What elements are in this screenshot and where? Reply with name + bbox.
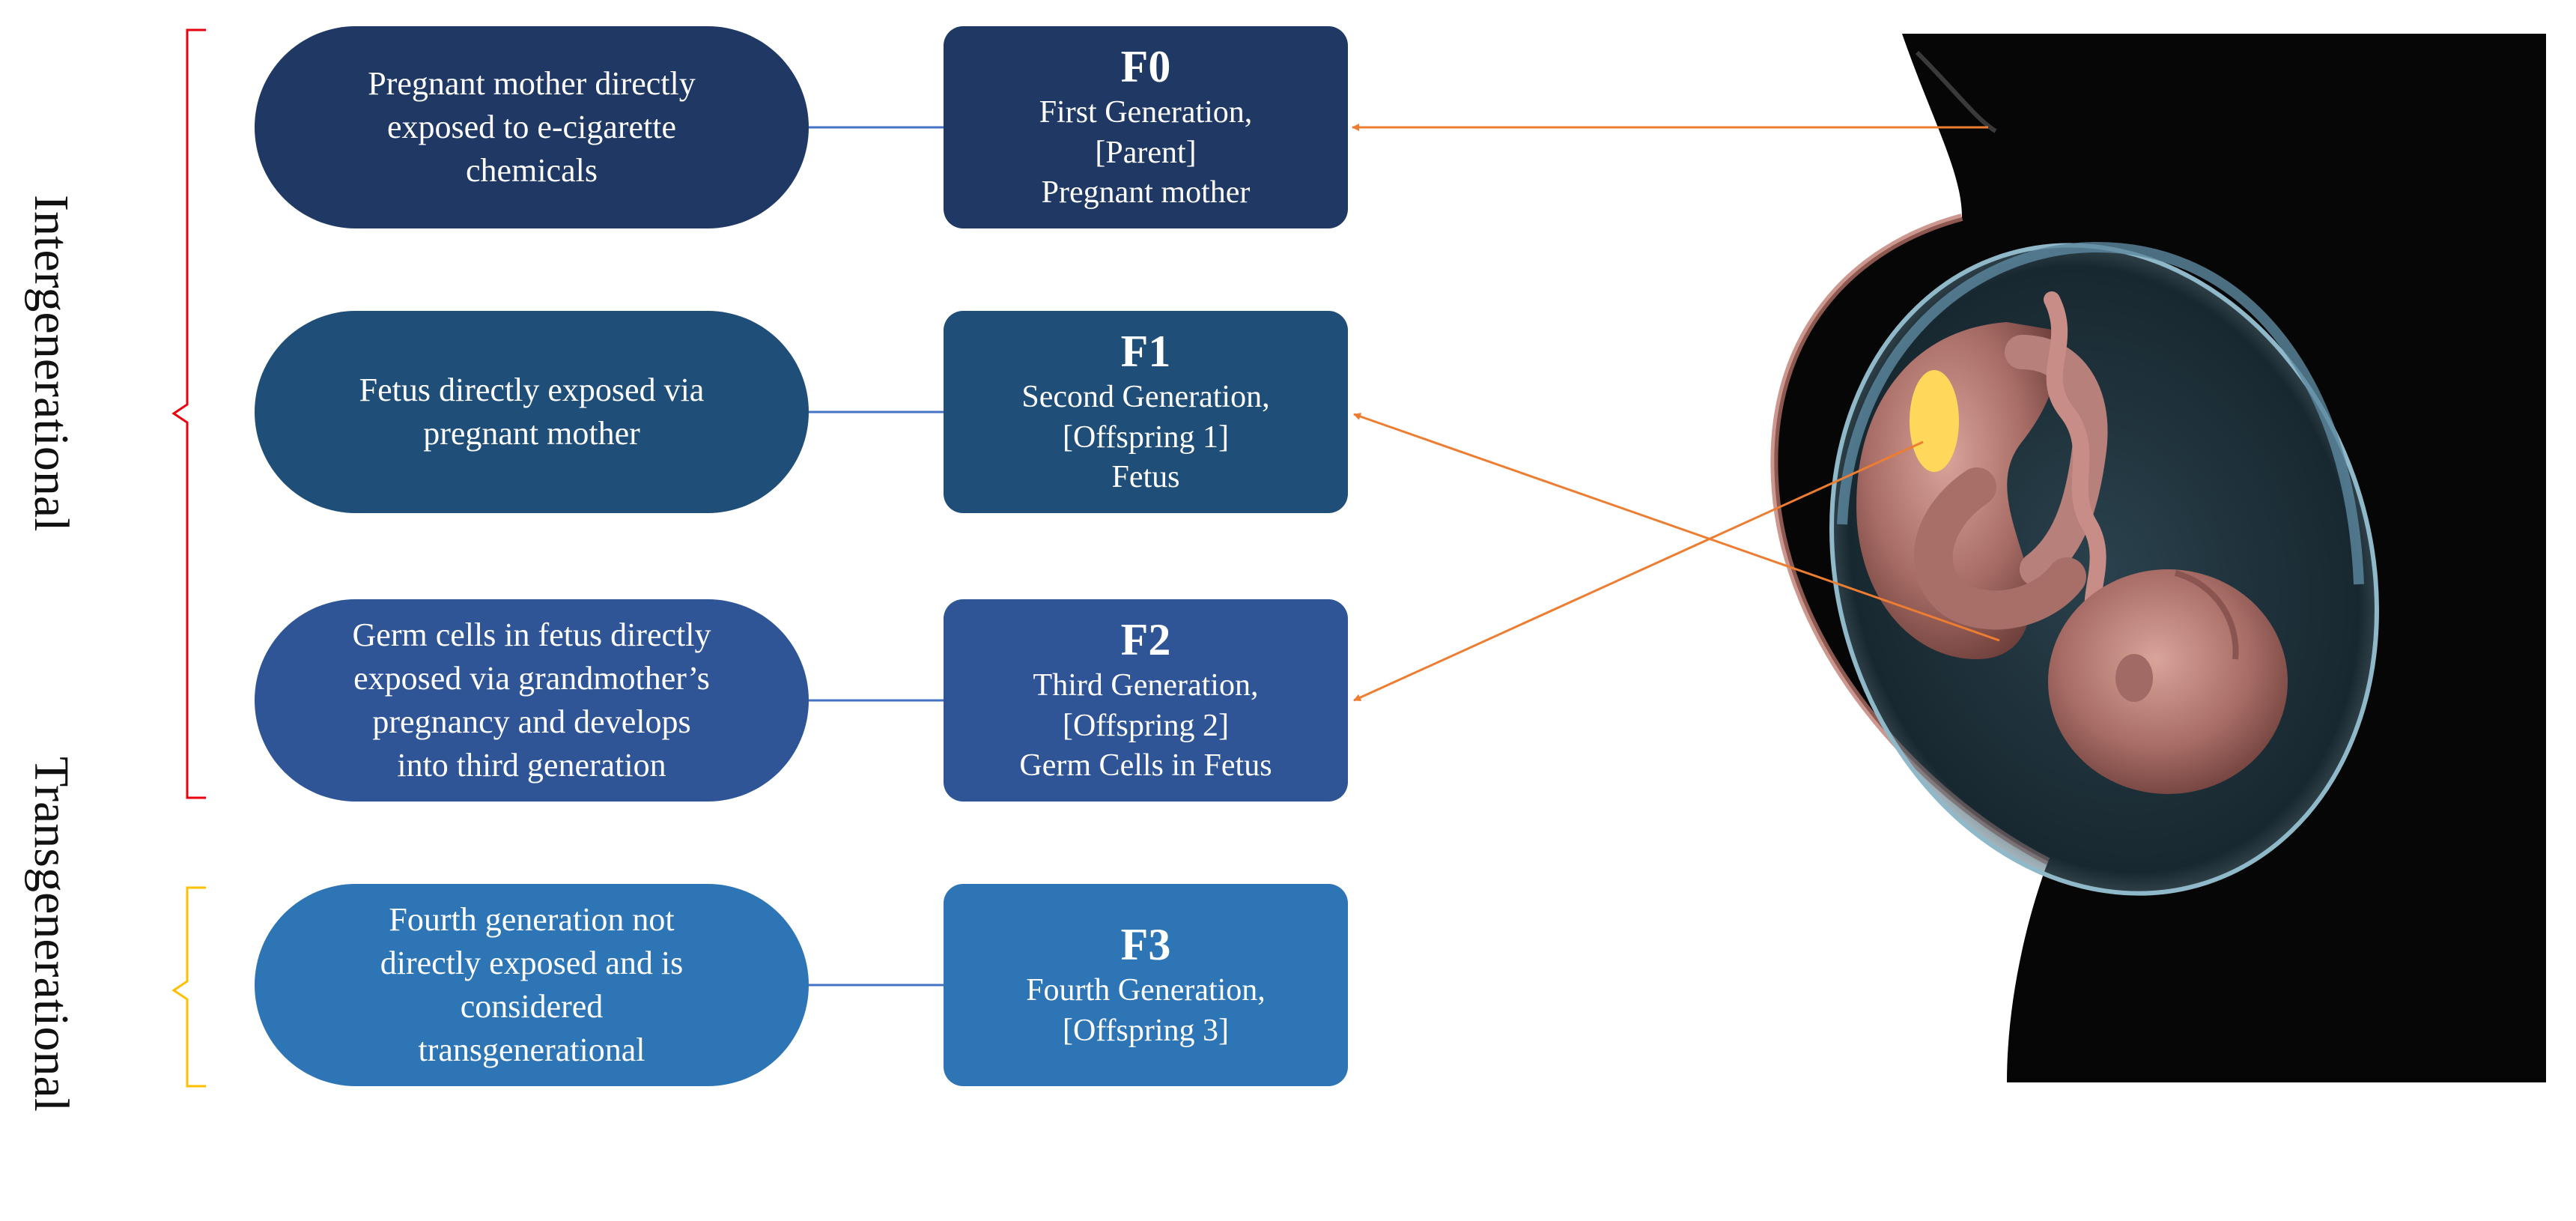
generation-box-f1: F1 Second Generation, [Offspring 1] Fetu…	[944, 311, 1348, 513]
fetus	[1856, 291, 2288, 794]
umbilical-cord	[2044, 291, 2106, 637]
intergenerational-label: Intergenerational	[24, 195, 79, 532]
generation-description: Second Generation, [Offspring 1] Fetus	[1021, 379, 1270, 495]
row-2-description: Germ cells in fetus directly exposed via…	[255, 599, 809, 802]
generation-box-f3: F3 Fourth Generation, [Offspring 3]	[944, 884, 1348, 1086]
fetus-face	[2174, 570, 2239, 660]
row-3-description: Fourth generation not directly exposed a…	[255, 884, 809, 1086]
transgenerational-bracket	[171, 886, 206, 1088]
row-0-description: Pregnant mother directly exposed to e-ci…	[255, 26, 809, 228]
generation-box-f2: F2 Third Generation, [Offspring 2] Germ …	[944, 599, 1348, 802]
fetus-ear	[2115, 654, 2153, 702]
fetus-leg	[1913, 467, 2086, 630]
navel-line	[1915, 50, 1997, 133]
germ-cells-marker	[1910, 370, 1959, 472]
generation-description: Third Generation, [Offspring 2] Germ Cel…	[1019, 667, 1272, 784]
row-1-description: Fetus directly exposed via pregnant moth…	[255, 311, 809, 513]
generation-code: F1	[1120, 326, 1171, 376]
uterine-wall	[1837, 241, 2364, 585]
generation-code: F2	[1120, 614, 1171, 664]
intergenerational-bracket	[171, 28, 206, 799]
transgenerational-label: Transgenerational	[24, 757, 79, 1112]
generation-code: F3	[1120, 919, 1171, 969]
arrow-to-f2	[1353, 440, 1924, 702]
generation-box-f0: F0 First Generation, [Parent] Pregnant m…	[944, 26, 1348, 228]
pregnancy-illustration	[1770, 34, 2546, 1082]
generation-code: F0	[1120, 41, 1171, 91]
arrow-to-f1	[1353, 413, 2000, 642]
generation-description: First Generation, [Parent] Pregnant moth…	[1039, 94, 1253, 210]
generation-description: Fourth Generation, [Offspring 3]	[1026, 972, 1266, 1048]
fetus-head	[2048, 569, 2288, 794]
